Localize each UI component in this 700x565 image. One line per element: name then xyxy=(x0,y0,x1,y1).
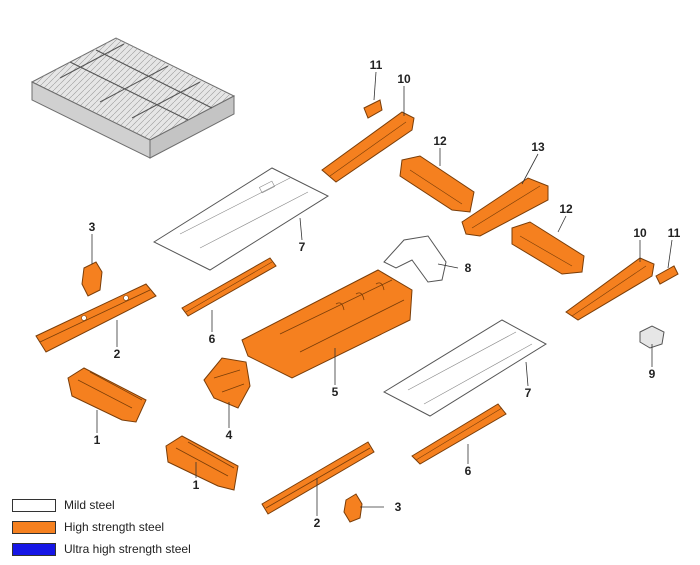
callout-1: 1 xyxy=(94,433,101,447)
callout-4: 4 xyxy=(226,428,233,442)
callout-10: 10 xyxy=(633,226,647,240)
part-9-clip xyxy=(639,325,665,349)
part-1-rear-cross-member-upper xyxy=(67,367,147,423)
part-4-reinforcement xyxy=(203,357,251,409)
part-1-rear-cross-member-lower xyxy=(165,435,239,491)
part-2-side-rail-right xyxy=(261,441,375,515)
legend-item-ultra-high-strength-steel: Ultra high strength steel xyxy=(12,538,252,560)
material-legend: Mild steel High strength steel Ultra hig… xyxy=(12,494,252,560)
callout-12: 12 xyxy=(559,202,573,216)
part-10-member-lower xyxy=(565,257,655,321)
legend-swatch-high-strength-steel xyxy=(12,520,56,534)
part-11-tab-upper xyxy=(363,99,383,119)
callout-7: 7 xyxy=(525,386,532,400)
legend-label-mild-steel: Mild steel xyxy=(64,498,115,512)
legend-item-mild-steel: Mild steel xyxy=(12,494,252,516)
callout-11: 11 xyxy=(370,58,383,72)
callout-6: 6 xyxy=(209,332,216,346)
part-10-member-upper xyxy=(321,111,415,183)
leader-lines xyxy=(91,71,673,516)
part-13-cross-member xyxy=(461,177,549,237)
part-7-floor-panel-upper xyxy=(152,167,330,271)
legend-label-ultra-high-strength-steel: Ultra high strength steel xyxy=(64,542,191,556)
part-7-floor-panel-lower xyxy=(382,319,547,417)
callout-8: 8 xyxy=(465,261,472,275)
callout-3: 3 xyxy=(89,220,96,234)
floor-assembly-overview xyxy=(30,37,236,159)
part-6-rail-right xyxy=(411,403,507,465)
part-3-bracket-upper xyxy=(81,261,103,297)
callout-12: 12 xyxy=(433,134,447,148)
legend-swatch-mild-steel xyxy=(12,498,56,512)
part-5-center-floor-panel xyxy=(241,269,413,379)
callout-7: 7 xyxy=(299,240,306,254)
callout-1: 1 xyxy=(193,478,200,492)
callout-9: 9 xyxy=(649,367,656,381)
legend-swatch-ultra-high-strength-steel xyxy=(12,542,56,556)
part-3-bracket-lower xyxy=(343,493,363,523)
callout-3: 3 xyxy=(395,500,402,514)
callout-2: 2 xyxy=(114,347,121,361)
callout-10: 10 xyxy=(397,72,411,86)
part-8-tunnel-bracket xyxy=(383,235,447,283)
callout-13: 13 xyxy=(531,140,545,154)
part-12-pan-lower xyxy=(511,221,585,275)
part-6-rail-left xyxy=(181,257,277,317)
part-12-pan-upper xyxy=(399,155,475,213)
part-11-tab-lower xyxy=(655,265,679,285)
part-2-side-rail-left xyxy=(35,283,157,353)
legend-item-high-strength-steel: High strength steel xyxy=(12,516,252,538)
legend-label-high-strength-steel: High strength steel xyxy=(64,520,165,534)
callout-5: 5 xyxy=(332,385,339,399)
callout-2: 2 xyxy=(314,516,321,530)
callout-11: 11 xyxy=(668,226,681,240)
callout-6: 6 xyxy=(465,464,472,478)
